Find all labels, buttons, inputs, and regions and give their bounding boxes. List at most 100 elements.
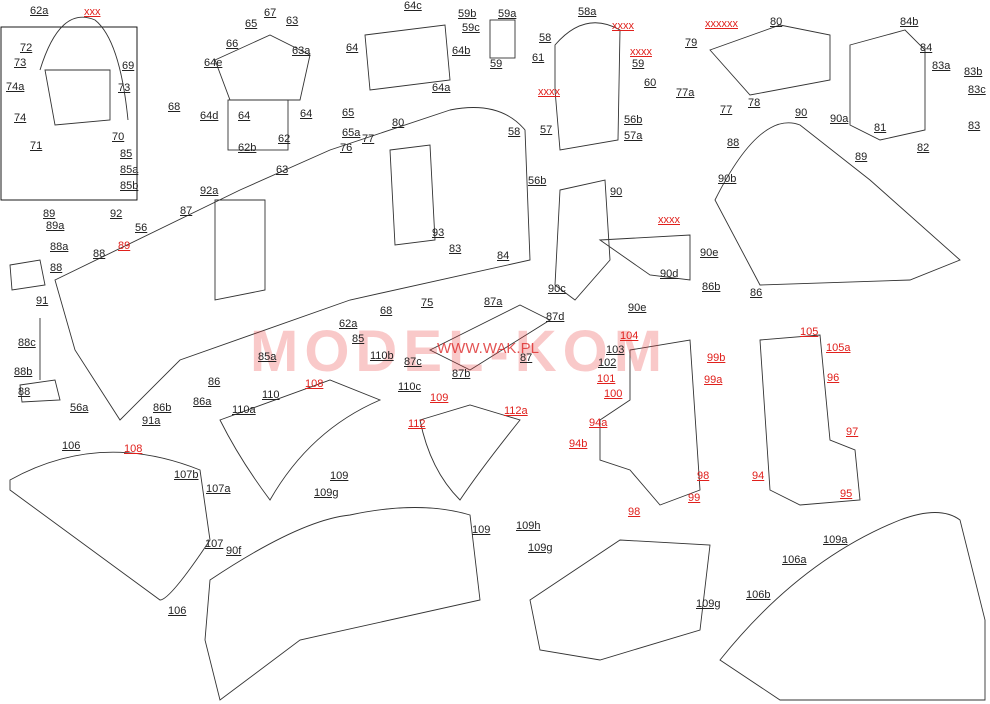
part-label: 72 xyxy=(20,42,33,54)
part-label: 99 xyxy=(688,492,701,504)
part-label: 88 xyxy=(50,262,63,274)
part-label: 64a xyxy=(432,82,451,94)
part-label: 62 xyxy=(278,133,291,145)
part-label: 106a xyxy=(782,554,807,566)
part-label: 100 xyxy=(604,388,623,400)
part-label: 110b xyxy=(370,350,394,362)
part-label: 94a xyxy=(589,417,608,429)
part-label: 58 xyxy=(539,32,552,44)
part-label: xxxx xyxy=(612,20,634,32)
part-label: 109a xyxy=(823,534,848,546)
part-label: 65a xyxy=(342,127,361,139)
part-label: 88 xyxy=(18,386,31,398)
part-label: 76 xyxy=(340,142,353,154)
part-label: 109 xyxy=(330,470,349,482)
inset-frame xyxy=(0,26,138,201)
part-label: 62b xyxy=(238,142,257,154)
part-label: 108 xyxy=(124,443,143,455)
part-label: 83b xyxy=(964,66,983,78)
fuselage-section xyxy=(719,512,986,701)
part-label: 85a xyxy=(120,164,139,176)
part-label: 93 xyxy=(432,227,445,239)
part-label: 88a xyxy=(50,241,69,253)
part-63-box xyxy=(214,34,311,101)
part-label: 105 xyxy=(800,326,819,338)
part-label: 86b xyxy=(153,402,172,414)
part-label: 65 xyxy=(245,18,258,30)
part-62 xyxy=(227,99,289,151)
part-88-lever xyxy=(9,259,46,291)
part-label: 90e xyxy=(700,247,719,259)
part-88-stick xyxy=(19,318,61,403)
part-label: 88b xyxy=(14,366,33,378)
part-label: 87 xyxy=(520,352,533,364)
part-label: 73 xyxy=(14,57,27,69)
part-label: 64e xyxy=(204,57,223,69)
part-label: 80 xyxy=(392,117,405,129)
part-label: 59a xyxy=(498,8,517,20)
part-label: 96 xyxy=(827,372,840,384)
part-label: 77a xyxy=(676,87,695,99)
part-label: 64d xyxy=(200,110,219,122)
part-label: 64c xyxy=(404,0,422,12)
part-label: 95 xyxy=(840,488,853,500)
part-label: 87c xyxy=(404,356,422,368)
part-label: 102 xyxy=(598,357,617,369)
part-label: 87a xyxy=(484,296,503,308)
inset-panel xyxy=(44,69,111,126)
rear-cockpit-assembly xyxy=(204,507,481,701)
part-label: 67 xyxy=(264,7,277,19)
part-label: xxxxxx xyxy=(705,18,738,30)
part-label: 74a xyxy=(6,81,25,93)
part-label: 56a xyxy=(70,402,89,414)
part-label: 98 xyxy=(697,470,710,482)
part-label: 104 xyxy=(620,330,639,342)
part-label: 59c xyxy=(462,22,480,34)
part-label: 112a xyxy=(504,405,528,417)
part-label: 64b xyxy=(452,45,471,57)
part-label: 70 xyxy=(112,131,125,143)
part-label: 83a xyxy=(932,60,951,72)
part-label: 90a xyxy=(830,113,849,125)
part-label: 89 xyxy=(43,208,56,220)
part-label: 57a xyxy=(624,130,643,142)
part-80 xyxy=(709,24,831,96)
part-label: 92a xyxy=(200,185,219,197)
part-label: 85b xyxy=(120,180,139,192)
watermark-brand: MODEL-KOM xyxy=(250,319,669,384)
part-label: 109 xyxy=(472,524,491,536)
part-label: 103 xyxy=(606,344,625,356)
part-label: 75 xyxy=(421,297,434,309)
part-label: 89 xyxy=(855,151,868,163)
part-label: 79 xyxy=(685,37,698,49)
part-label: 107a xyxy=(206,483,231,495)
part-label: 109 xyxy=(430,392,449,404)
part-label: 98 xyxy=(628,506,641,518)
part-109h-panels xyxy=(529,539,711,661)
part-label: 90b xyxy=(718,173,737,185)
part-label: 85a xyxy=(258,351,277,363)
part-label: 110a xyxy=(232,404,256,416)
part-label: 87d xyxy=(546,311,565,323)
part-label: 109h xyxy=(516,520,541,532)
part-label: 82 xyxy=(917,142,930,154)
part-label: 89 xyxy=(118,240,131,252)
part-label: 57 xyxy=(540,124,553,136)
part-label: 63 xyxy=(286,15,299,27)
part-label: 56b xyxy=(624,114,643,126)
part-label: 106b xyxy=(746,589,771,601)
seat-front-view xyxy=(599,339,701,506)
part-label: 105a xyxy=(826,342,851,354)
part-label: 109g xyxy=(696,598,721,610)
part-label: 69 xyxy=(122,60,135,72)
part-label: 59b xyxy=(458,8,477,20)
part-label: 109g xyxy=(314,487,339,499)
part-label: 106 xyxy=(62,440,81,452)
part-label: 81 xyxy=(874,122,887,134)
part-label: 86a xyxy=(193,396,212,408)
part-label: 58a xyxy=(578,6,597,18)
part-87-tray xyxy=(428,304,551,371)
part-label: 110c xyxy=(398,381,422,393)
part-106-107 xyxy=(9,451,211,601)
